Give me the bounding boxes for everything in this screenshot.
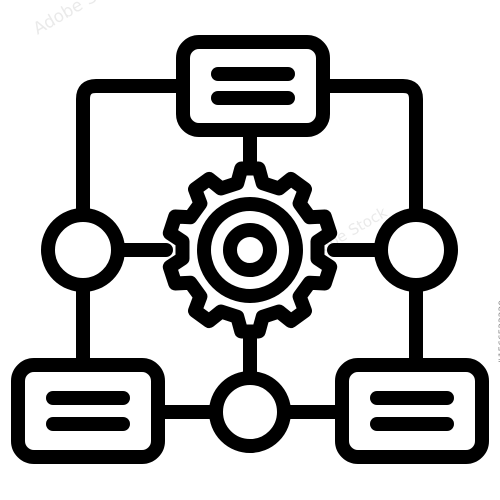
node-circle-bottom [209,371,291,453]
node-circle-left [41,208,125,292]
document-box-bottom-right [335,358,489,464]
node-circle-right [374,208,458,292]
gear-icon [162,161,338,339]
document-box-bottom-left [11,358,165,464]
gear-outline [162,161,338,339]
connector-top-left [76,79,190,222]
connector-top-right [316,79,423,222]
gear-ring-inner [223,223,277,277]
gear-ring-outer [197,197,303,303]
document-box-top [176,35,330,137]
